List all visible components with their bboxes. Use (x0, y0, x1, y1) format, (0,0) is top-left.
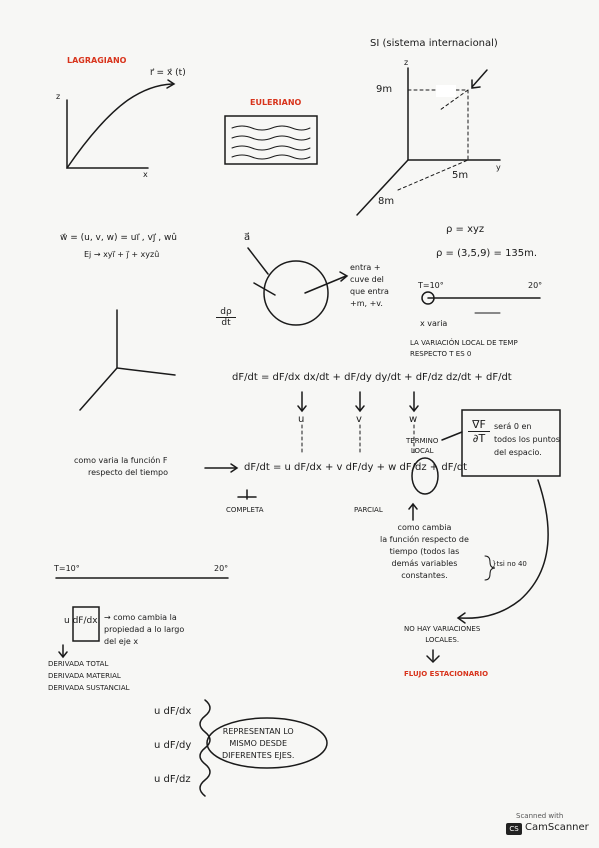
box-fraction: ∇F∂T (468, 418, 490, 445)
completa-label: COMPLETA (226, 506, 264, 514)
camscanner-logo-icon: CS (506, 823, 522, 835)
derivative-box (72, 606, 100, 642)
bottom-frac-y: u dF/dy (154, 740, 192, 751)
material-derivative-equation: dF/dt = u dF/dx + v dF/dy + w dF/dz + dF… (244, 462, 468, 473)
label-5m: 5m (452, 170, 469, 181)
velocity-example: Ej → xyi⃗ + j⃗ + xyzû (84, 250, 160, 259)
vector-a: a⃗ (244, 232, 251, 243)
control-volume-circle (263, 260, 329, 326)
rho-value: ρ = (3,5,9) = 135m. (436, 248, 538, 259)
si-title: SI (sistema internacional) (370, 38, 498, 49)
lagrangian-axes (66, 99, 149, 169)
u-label: u (298, 414, 305, 425)
local-term-box (461, 409, 561, 477)
t20-top: 20° (528, 281, 543, 290)
t10-top: T=10° (418, 281, 444, 290)
w-label: w (409, 414, 418, 425)
representan-ellipse (206, 717, 328, 769)
x-varia: x varia (420, 319, 448, 328)
lagr-axis-z: z (56, 92, 61, 101)
si-axis-y: y (496, 163, 501, 172)
camscanner-brand: CamScanner (525, 822, 589, 833)
euleriano-heading: EULERIANO (250, 98, 302, 107)
t10-bottom: T=10° (54, 564, 80, 573)
rho-equation: ρ = xyz (446, 224, 485, 235)
si-axes (407, 67, 501, 161)
eulerian-box (224, 115, 318, 165)
label-9m: 9m (376, 84, 393, 95)
flujo-estacionario: FLUJO ESTACIONARIO (404, 670, 489, 678)
side-note: }tsi no 40 (492, 560, 527, 568)
position-equation: r⃗ = x⃗ (t) (150, 68, 186, 78)
label-8m: 8m (378, 196, 395, 207)
lagrangiano-heading: LAGRAGIANO (67, 56, 127, 65)
lagr-axis-x: x (143, 170, 148, 179)
u-dfdx-box: u dF/dx (64, 616, 98, 626)
bottom-frac-x: u dF/dx (154, 706, 192, 717)
total-derivative-equation: dF/dt = dF/dx dx/dt + dF/dy dy/dt + dF/d… (232, 372, 512, 383)
parcial-label: PARCIAL (354, 506, 383, 514)
bottom-frac-z: u dF/dz (154, 774, 191, 785)
camscanner-watermark: Scanned with CS CamScanner (500, 812, 589, 840)
trajectory-curve (66, 83, 173, 169)
t20-bottom: 20° (214, 564, 229, 573)
wavy-brace (199, 699, 211, 797)
scanned-with-text: Scanned with (516, 812, 564, 820)
si-axis-z: z (404, 58, 409, 67)
lower-axes (116, 309, 176, 376)
v-label: v (356, 414, 362, 425)
velocity-equation: w⃗ = (u, v, w) = ui⃗ , vj⃗ , wû (60, 233, 178, 243)
